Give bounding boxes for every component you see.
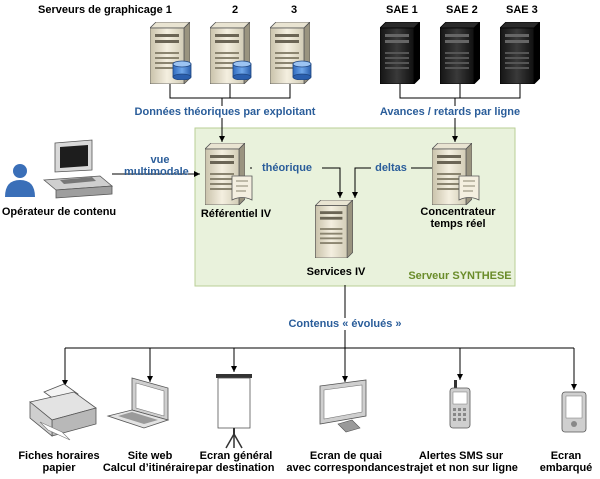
ecran-quai-label-line1: Ecran de quai	[309, 450, 383, 462]
server-sae-1-icon	[380, 22, 420, 84]
server-sae-2-icon	[440, 22, 480, 84]
ecran-general-label-line1: Ecran général	[199, 450, 273, 462]
ecran-general-label-line2: par destination	[195, 462, 275, 474]
server-sae-3-icon	[500, 22, 540, 84]
monitor-icon	[319, 379, 367, 433]
avances-retards-label: Avances / retards par ligne	[376, 106, 524, 118]
ecran-embarque-label-line2: embarqué	[539, 462, 593, 474]
deltas-label: deltas	[371, 162, 411, 174]
alertes-sms-label-line1: Alertes SMS sur	[418, 450, 504, 462]
site-web-label-line1: Site web	[127, 450, 173, 462]
services-server-icon	[315, 200, 353, 258]
sae-1-label: SAE 1	[386, 4, 418, 16]
sae-3-label: SAE 3	[506, 4, 538, 16]
laptop-icon	[106, 377, 170, 429]
server-3-label: 3	[291, 4, 298, 16]
contenus-evolues-label: Contenus « évolués »	[280, 318, 410, 330]
sae-connectors	[399, 84, 521, 142]
operateur-icon	[5, 139, 114, 199]
projection-screen-icon	[216, 374, 252, 449]
graphicage-connectors	[169, 84, 291, 142]
server-2-label: 2	[232, 4, 239, 16]
site-web-label-line2: Calcul d’itinéraire	[102, 462, 196, 474]
fiches-horaires-label-line2: papier	[42, 462, 76, 474]
theorique-label: théorique	[252, 162, 322, 174]
fiches-horaires-label-line1: Fiches horaires	[18, 450, 100, 462]
alertes-sms-label-line2: trajet et non sur ligne	[406, 462, 518, 474]
serveurs-graphicage-label: Serveurs de graphicage 1	[38, 4, 172, 16]
mobile-phone-icon	[449, 380, 471, 429]
operateur-label: Opérateur de contenu	[1, 206, 117, 218]
referentiel-label: Référentiel IV	[200, 208, 272, 220]
ecran-embarque-label-line1: Ecran	[550, 450, 582, 462]
distribution-lines	[62, 285, 577, 390]
printer-icon	[29, 383, 97, 441]
vue-label: vue	[150, 154, 170, 166]
database-2-icon	[232, 60, 252, 80]
sae-2-label: SAE 2	[446, 4, 478, 16]
services-label: Services IV	[306, 266, 366, 278]
database-1-icon	[172, 60, 192, 80]
donnees-theoriques-label: Données théoriques par exploitant	[130, 106, 320, 118]
concentrateur-label-line1: Concentrateur	[420, 206, 496, 218]
pda-icon	[561, 391, 587, 433]
concentrateur-document-icon	[458, 175, 480, 201]
referentiel-document-icon	[231, 175, 253, 201]
ecran-quai-label-line2: avec correspondances	[286, 462, 406, 474]
serveur-synthese-label: Serveur SYNTHESE	[408, 270, 512, 282]
concentrateur-label-line2: temps réel	[430, 218, 486, 230]
database-3-icon	[292, 60, 312, 80]
multimodale-label: multimodale	[124, 166, 189, 178]
